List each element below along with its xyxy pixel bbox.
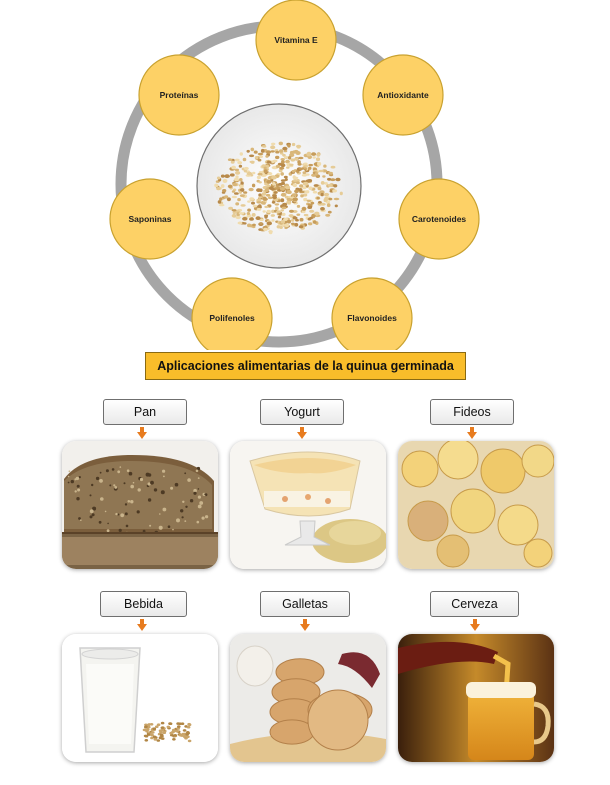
center-image-circle xyxy=(196,103,362,269)
label-galletas-text: Galletas xyxy=(282,597,328,611)
label-yogurt: Yogurt xyxy=(260,399,344,425)
arrow-fideos xyxy=(467,427,477,439)
label-pan-text: Pan xyxy=(133,405,157,419)
arrow-galletas xyxy=(300,619,310,631)
label-cerveza: Cerveza xyxy=(430,591,519,617)
node-proteinas-label: Proteínas xyxy=(160,90,199,100)
banner-title: Aplicaciones alimentarias de la quinua g… xyxy=(157,359,454,373)
node-vitamina-e: Vitamina E xyxy=(255,0,337,81)
cookies-photo xyxy=(230,634,386,762)
node-polifenoles: Polifenoles xyxy=(191,277,273,350)
node-antioxidante-circle xyxy=(362,54,444,136)
node-carotenoides-circle xyxy=(398,178,480,260)
applications-banner: Aplicaciones alimentarias de la quinua g… xyxy=(145,352,466,380)
node-polifenoles-circle xyxy=(191,277,273,350)
bread-photo xyxy=(62,441,218,569)
label-yogurt-text: Yogurt xyxy=(284,405,320,419)
label-bebida-text: Bebida xyxy=(124,597,163,611)
label-fideos-text: Fideos xyxy=(453,405,491,419)
label-fideos: Fideos xyxy=(430,399,514,425)
label-bebida: Bebida xyxy=(100,591,187,617)
node-vitamina-e-label: Vitamina E xyxy=(274,35,318,45)
label-pan: Pan xyxy=(103,399,187,425)
pasta-photo xyxy=(398,441,554,569)
node-vitamina-e-circle xyxy=(255,0,337,81)
node-flavonoides-label: Flavonoides xyxy=(347,313,397,323)
node-flavonoides-circle xyxy=(331,277,413,350)
yogurt-photo xyxy=(230,441,386,569)
nutrient-diagram: Vitamina E AntioxidanteCarotenoidesFlavon… xyxy=(109,0,480,350)
node-polifenoles-label: Polifenoles xyxy=(209,313,255,323)
arrow-pan xyxy=(137,427,147,439)
arrow-yogurt xyxy=(297,427,307,439)
arrow-bebida xyxy=(137,619,147,631)
node-proteinas-circle xyxy=(138,54,220,136)
node-flavonoides: Flavonoides xyxy=(331,277,413,350)
beer-photo xyxy=(398,634,554,762)
milk-drink-photo xyxy=(62,634,218,762)
node-proteinas: Proteínas xyxy=(138,54,220,136)
node-saponinas-label: Saponinas xyxy=(129,214,172,224)
node-antioxidante: Antioxidante xyxy=(362,54,444,136)
quinoa-seeds-image xyxy=(214,141,343,235)
node-carotenoides: Carotenoides xyxy=(398,178,480,260)
arrow-cerveza xyxy=(470,619,480,631)
label-cerveza-text: Cerveza xyxy=(451,597,498,611)
node-carotenoides-label: Carotenoides xyxy=(412,214,467,224)
label-galletas: Galletas xyxy=(260,591,350,617)
node-antioxidante-label: Antioxidante xyxy=(377,90,429,100)
node-saponinas: Saponinas xyxy=(109,178,191,260)
node-saponinas-circle xyxy=(109,178,191,260)
